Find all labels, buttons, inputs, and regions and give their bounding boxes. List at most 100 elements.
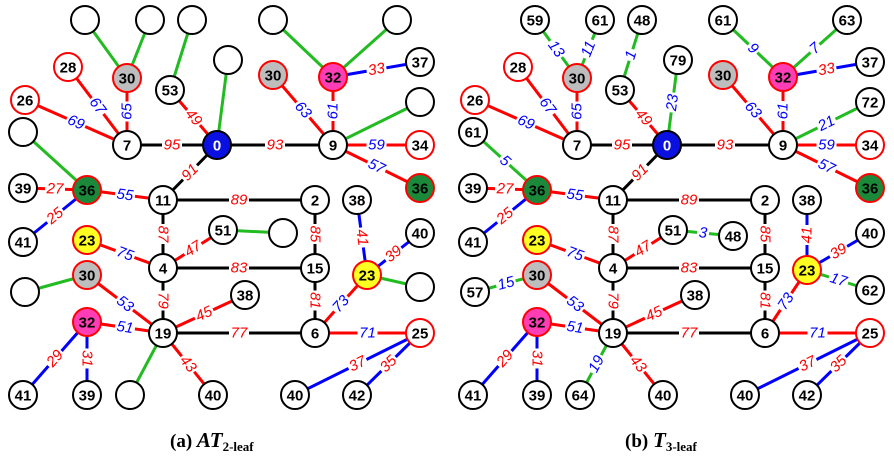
node-a-40: 40 — [405, 218, 435, 248]
node-label: 39 — [79, 388, 96, 405]
node-a-39: 39 — [8, 173, 38, 203]
edge-label-bg — [815, 59, 838, 80]
node-circle — [855, 130, 885, 160]
node-circle — [115, 380, 145, 410]
edge-label-bg — [112, 291, 138, 317]
node-circle — [318, 130, 348, 160]
edge-label-bg — [191, 302, 217, 326]
node-b-28: 28 — [503, 52, 533, 82]
edge-label-bg — [492, 203, 518, 229]
node-b-40: 40 — [730, 380, 760, 410]
edge-weight-label: 33 — [817, 60, 837, 80]
edge-weight-label: 19 — [585, 352, 608, 375]
node-a-7: 7 — [112, 130, 142, 160]
edge-label-bg — [44, 180, 66, 198]
caption-a-main: AT — [195, 428, 224, 452]
edge-weight-label: 45 — [193, 303, 216, 326]
node-circle — [8, 117, 38, 147]
edge-weight-label: 87 — [605, 226, 622, 243]
node-circle — [855, 87, 885, 117]
node-label: 36 — [529, 183, 546, 200]
node-circle — [768, 62, 798, 92]
node-a-empty-leaf — [213, 45, 243, 75]
edge-weight-label: 51 — [116, 318, 135, 337]
node-circle — [405, 272, 435, 302]
node-label: 19 — [155, 326, 172, 343]
edge-weight-label: 77 — [681, 325, 698, 342]
node-a-36: 36 — [72, 175, 102, 205]
node-b-53: 53 — [605, 75, 635, 105]
edge-weight-label: 47 — [181, 237, 205, 261]
edge-weight-label: 53 — [113, 292, 137, 316]
edge-weight-label: 75 — [114, 243, 136, 265]
node-circle — [832, 5, 862, 35]
edge-label-bg — [177, 159, 203, 186]
node-label: 30 — [265, 68, 282, 85]
caption-b-prefix: (b) — [625, 431, 653, 452]
node-a-39: 39 — [72, 380, 102, 410]
node-label: 7 — [573, 138, 581, 155]
node-circle — [522, 307, 552, 337]
node-circle — [72, 225, 102, 255]
node-label: 51 — [215, 223, 232, 240]
node-circle — [522, 175, 552, 205]
node-label: 15 — [757, 261, 774, 278]
node-circle — [8, 380, 38, 410]
edge-label-bg — [535, 93, 560, 119]
node-a-41: 41 — [8, 227, 38, 257]
node-label: 9 — [779, 138, 787, 155]
node-a-23: 23 — [72, 225, 102, 255]
edge-weight-label: 41 — [352, 228, 371, 247]
node-circle — [405, 87, 435, 117]
edge-weight-label: 39 — [827, 240, 851, 263]
edge-weight-label: 15 — [496, 273, 517, 294]
node-b-25: 25 — [855, 318, 885, 348]
node-a-empty-leaf — [10, 277, 40, 307]
node-circle — [300, 185, 330, 215]
node-b-41: 41 — [458, 380, 488, 410]
node-a-41: 41 — [8, 380, 38, 410]
node-label: 23 — [359, 268, 376, 285]
node-label: 41 — [15, 235, 32, 252]
edge-weight-label: 31 — [79, 350, 96, 367]
edge-weight-label: 51 — [566, 318, 585, 337]
edge-label-bg — [265, 137, 285, 153]
edge-label-bg — [775, 101, 791, 121]
node-circle — [72, 175, 102, 205]
node-label: 64 — [572, 388, 589, 405]
node-circle — [792, 255, 822, 285]
node-circle — [855, 218, 885, 248]
node-b-38: 38 — [792, 185, 822, 215]
node-circle — [72, 307, 102, 337]
node-b-0: 0 — [652, 130, 682, 160]
edge-label-bg — [363, 154, 390, 179]
node-label: 30 — [119, 71, 136, 88]
node-b-19: 19 — [598, 318, 628, 348]
node-circle — [658, 215, 688, 245]
edge-label-bg — [79, 348, 95, 369]
node-circle — [8, 173, 38, 203]
node-a-37: 37 — [405, 47, 435, 77]
edge-label-bg — [307, 290, 323, 311]
node-circle — [648, 380, 678, 410]
edge-label-bg — [679, 260, 699, 276]
node-circle — [855, 47, 885, 77]
edge-label-bg — [773, 288, 799, 315]
edge-weight-label: 89 — [231, 192, 248, 209]
node-circle — [10, 85, 40, 115]
node-b-36: 36 — [855, 173, 885, 203]
node-b-9: 9 — [768, 130, 798, 160]
node-circle — [792, 380, 822, 410]
edge-label-bg — [612, 137, 632, 153]
node-a-empty-leaf — [8, 117, 38, 147]
node-label: 40 — [287, 388, 304, 405]
node-label: 19 — [605, 326, 622, 343]
edge-label-bg — [494, 273, 518, 294]
node-circle — [562, 63, 592, 93]
edge-weight-label: 53 — [563, 292, 587, 316]
node-b-39: 39 — [458, 173, 488, 203]
edge-label-bg — [630, 236, 656, 262]
edge-label-bg — [743, 38, 763, 59]
node-a-26: 26 — [10, 85, 40, 115]
edge-label-bg — [357, 325, 378, 341]
